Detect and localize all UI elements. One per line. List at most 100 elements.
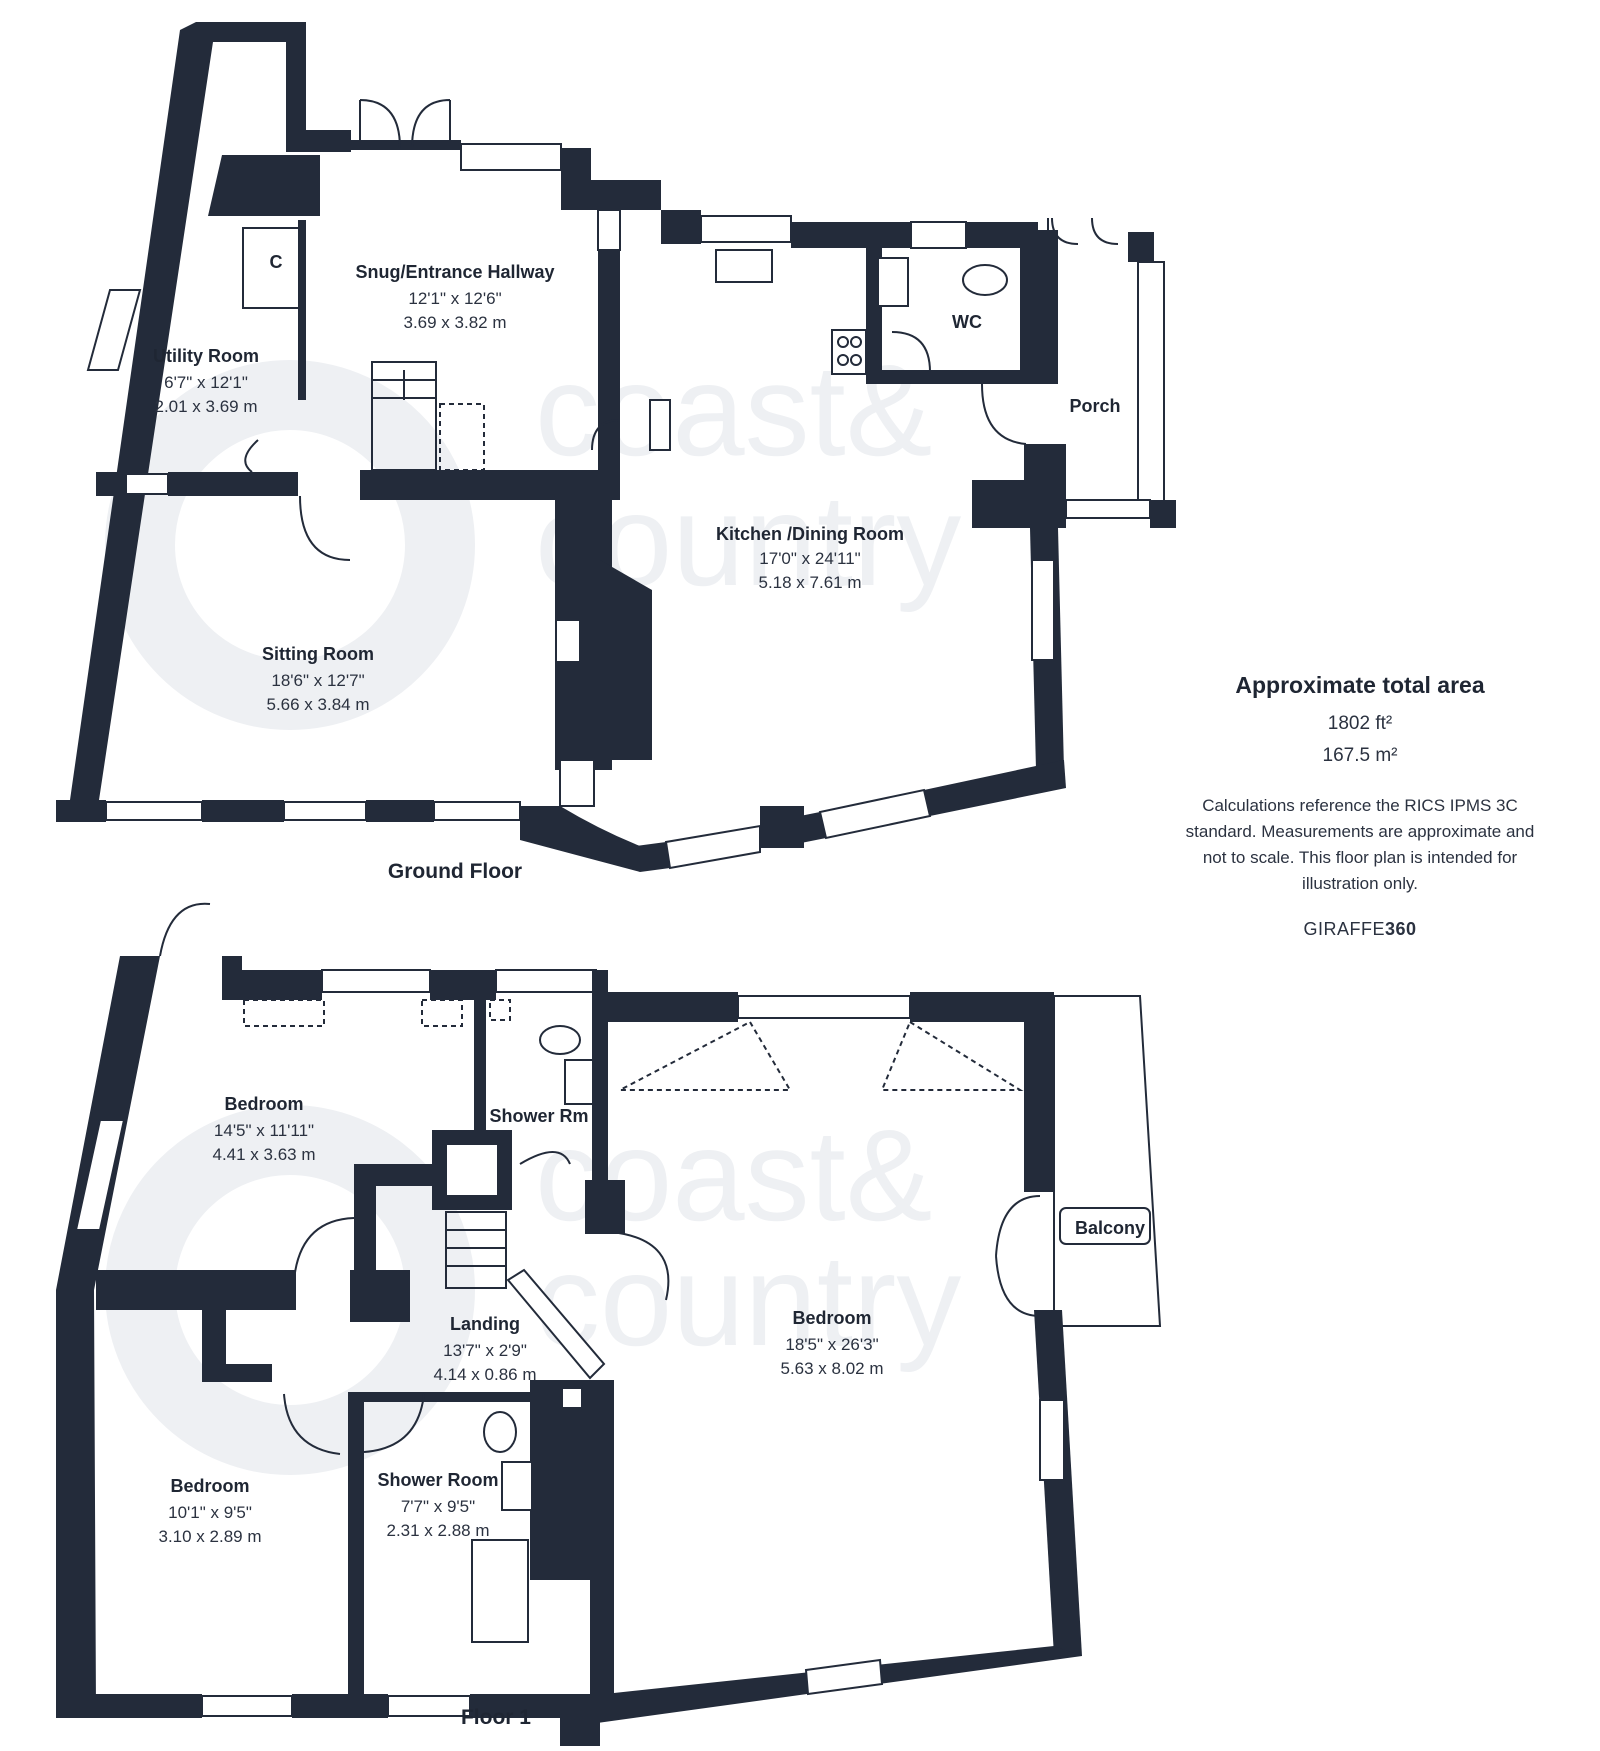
wall <box>56 800 106 822</box>
room-dim-imperial: 7'7" x 9'5" <box>401 1497 475 1516</box>
room-name-kitchen: Kitchen /Dining Room <box>716 524 904 544</box>
window <box>700 215 792 243</box>
toilet <box>539 1025 581 1055</box>
room-dim-imperial: 18'6" x 12'7" <box>271 671 364 690</box>
wall <box>924 760 1066 816</box>
wall <box>520 806 640 872</box>
room-name-landing: Landing <box>450 1314 520 1334</box>
window <box>201 1695 293 1717</box>
brand-regular: GIRAFFE <box>1303 919 1385 939</box>
window <box>818 788 932 840</box>
balcony-door <box>995 1195 1041 1317</box>
wall-west <box>56 22 216 820</box>
ground-floor-plan <box>56 22 1176 872</box>
window <box>910 221 967 249</box>
room-dim-imperial: 14'5" x 11'11" <box>214 1121 314 1140</box>
wall <box>608 992 738 1022</box>
wall <box>350 1270 410 1322</box>
room-name-shower-rm: Shower Rm <box>489 1106 588 1126</box>
room-name-balcony: Balcony <box>1075 1218 1145 1238</box>
room-name-utility: Utility Room <box>153 346 259 366</box>
stairs <box>371 361 437 471</box>
wall <box>910 992 1040 1022</box>
velux-dashed <box>619 1020 792 1091</box>
wall <box>561 180 661 210</box>
room-dim-metric: 2.01 x 3.69 m <box>154 397 257 416</box>
room-name-bedroom-2: Bedroom <box>170 1476 249 1496</box>
room-dim-imperial: 6'7" x 12'1" <box>164 373 248 392</box>
wall <box>351 140 461 150</box>
wall <box>430 970 496 1000</box>
room-dim-imperial: 18'5" x 26'3" <box>785 1335 878 1354</box>
brand-bold: 360 <box>1384 919 1417 939</box>
wall <box>1034 1310 1082 1656</box>
porch-door <box>1091 217 1119 245</box>
wall <box>106 1694 202 1718</box>
room-dim-metric: 4.14 x 0.86 m <box>433 1365 536 1384</box>
window <box>1039 1399 1065 1481</box>
wall <box>600 560 652 760</box>
room-name-bedroom-1: Bedroom <box>224 1094 303 1114</box>
shower-tray <box>445 1143 499 1197</box>
velux-dashed <box>243 999 325 1027</box>
window <box>804 1658 884 1696</box>
svg-text:country: country <box>535 1227 961 1373</box>
stairs-dashed <box>439 403 485 471</box>
chimney-breast <box>208 155 320 216</box>
room-dim-metric: 3.10 x 2.89 m <box>158 1527 261 1546</box>
wall <box>286 130 351 152</box>
wall <box>196 22 306 42</box>
wall <box>661 210 701 244</box>
area-sqft: 1802 ft² <box>1327 713 1393 734</box>
room-dim-imperial: 12'1" x 12'6" <box>408 289 501 308</box>
window <box>74 1119 126 1231</box>
velux-dashed <box>421 999 463 1027</box>
hob <box>831 329 867 375</box>
window <box>495 969 597 993</box>
wall <box>1150 500 1176 528</box>
door-swing <box>363 1393 425 1453</box>
kitchen-sink <box>715 249 773 283</box>
room-dim-imperial: 13'7" x 2'9" <box>443 1341 527 1360</box>
room-name-sitting: Sitting Room <box>262 644 374 664</box>
front-door <box>359 99 451 149</box>
floor-label-1: Floor 1 <box>461 1706 531 1729</box>
door <box>559 759 595 807</box>
room-dim-metric: 3.69 x 3.82 m <box>403 313 506 332</box>
door-swing <box>519 1151 571 1165</box>
wall <box>760 806 804 848</box>
door-swing <box>244 439 259 473</box>
floor-1-plan <box>56 902 1162 1746</box>
room-name-snug: Snug/Entrance Hallway <box>355 262 554 282</box>
velux-dashed <box>880 1020 1024 1091</box>
wc-basin <box>877 257 909 307</box>
velux-dashed <box>489 999 511 1021</box>
room-dim-metric: 5.18 x 7.61 m <box>758 573 861 592</box>
wall <box>1128 232 1154 262</box>
window <box>1031 559 1055 661</box>
wall <box>222 970 322 1000</box>
wall <box>298 220 306 400</box>
wall <box>972 480 1024 528</box>
room-dim-metric: 5.66 x 3.84 m <box>266 695 369 714</box>
window <box>1137 261 1165 503</box>
window <box>387 1695 471 1717</box>
brand-logo: GIRAFFE360 <box>1185 919 1535 940</box>
door-swing <box>981 383 1027 445</box>
door-swing <box>299 495 351 561</box>
wall <box>1024 444 1066 528</box>
floor-label-ground: Ground Floor <box>388 860 522 883</box>
window <box>664 824 761 870</box>
room-name-porch: Porch <box>1069 396 1120 416</box>
flue <box>561 1387 583 1409</box>
room-name-cupboard: C <box>270 252 283 272</box>
basin <box>501 1461 533 1511</box>
summary-title: Approximate total area <box>1235 672 1485 698</box>
wall <box>292 1694 388 1718</box>
wall <box>1024 992 1054 1192</box>
area-sqm: 167.5 m² <box>1322 745 1398 766</box>
room-dim-metric: 2.31 x 2.88 m <box>386 1521 489 1540</box>
door-swing <box>891 331 931 373</box>
wall <box>590 1380 614 1720</box>
